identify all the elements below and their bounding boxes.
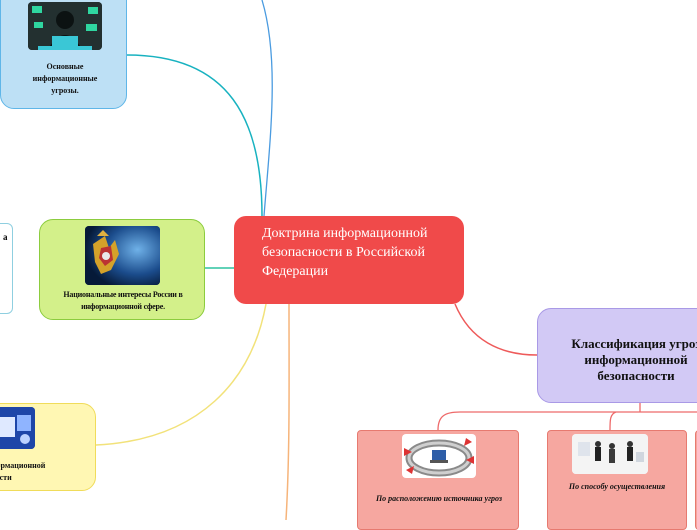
hacker-laptop-icon [28,2,102,50]
topic-classification-label: Классификация угроз информационной безоп… [571,336,697,383]
topic-interests-label: Национальные интересы России в информаци… [63,290,183,311]
topic-classification-node[interactable]: Классификация угроз информационной безоп… [537,308,697,403]
topic-left-partial-node[interactable]: а [0,223,13,314]
computer-ring-icon [402,434,476,478]
topic-threats-label: Основные информационные угрозы. [32,62,98,95]
russian-coat-of-arms-icon [85,226,160,285]
computer-network-icon [0,407,35,449]
topic-left-partial-text: а [3,232,8,242]
subtopic-by-method-label: По способу осуществления [568,482,666,491]
central-topic-label: Доктрина информационной безопасности в Р… [262,226,428,279]
topic-interests-node[interactable]: Национальные интересы России в информаци… [39,219,205,320]
subtopic-by-source-location-node[interactable]: По расположению источника угроз [357,430,519,530]
business-people-icon [572,434,648,474]
topic-info-sphere-node[interactable]: формационной ности [0,403,96,491]
subtopic-by-source-location-label: По расположению источника угроз [375,494,503,503]
central-topic-node[interactable]: Доктрина информационной безопасности в Р… [234,216,464,304]
topic-threats-node[interactable]: Основные информационные угрозы. [0,0,127,109]
subtopic-by-method-node[interactable]: По способу осуществления [547,430,687,530]
topic-info-sphere-label: формационной ности [0,461,46,482]
